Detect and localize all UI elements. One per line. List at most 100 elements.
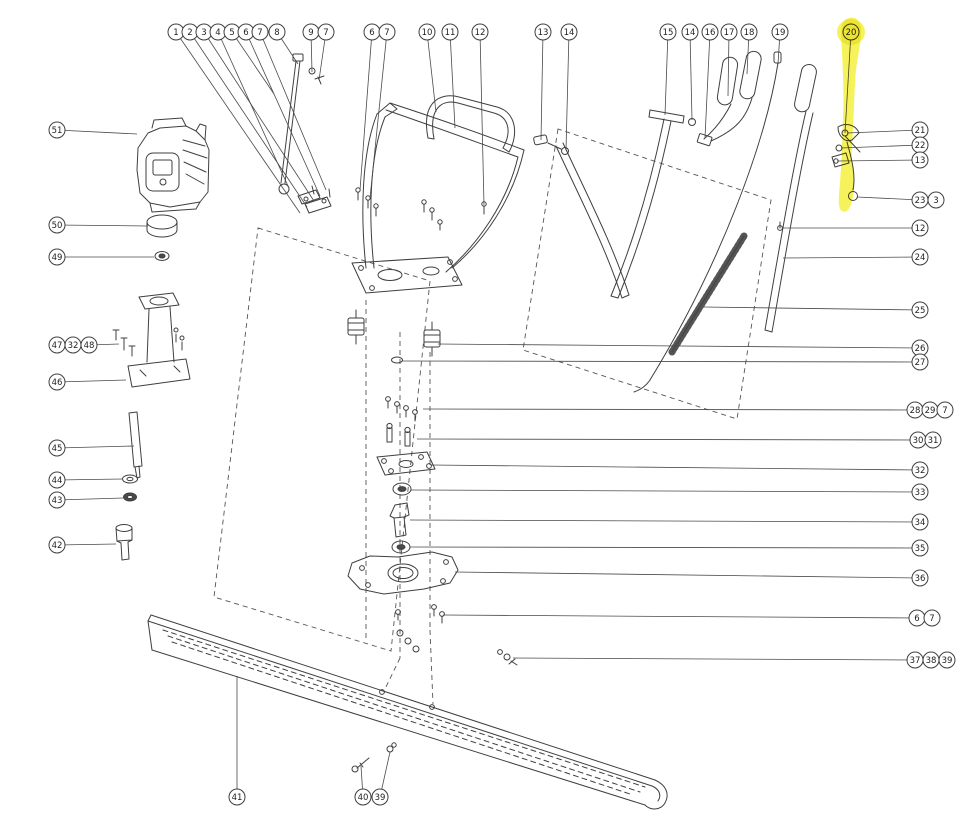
callout-18: 18 xyxy=(740,23,758,41)
leader-line-37 xyxy=(512,657,916,661)
callout-51: 51 xyxy=(48,121,66,139)
callout-48: 48 xyxy=(80,336,98,354)
callout-30: 30 xyxy=(909,431,927,449)
svg-text:28: 28 xyxy=(910,406,921,416)
callout-14: 14 xyxy=(681,23,699,41)
svg-text:41: 41 xyxy=(232,793,243,803)
callout-43: 43 xyxy=(48,491,66,509)
leader-line-28 xyxy=(422,408,916,411)
throttle-cable-art xyxy=(633,51,782,393)
leader-line-30 xyxy=(416,438,919,441)
svg-text:40: 40 xyxy=(358,793,369,803)
callout-3: 3 xyxy=(927,191,945,209)
leader-line-7 xyxy=(369,31,388,199)
leader-line-46 xyxy=(56,379,127,383)
svg-text:27: 27 xyxy=(915,358,926,368)
leader-line-51 xyxy=(56,129,138,135)
callout-8: 8 xyxy=(268,23,286,41)
svg-text:17: 17 xyxy=(724,28,735,38)
vibration-mounts-art xyxy=(347,309,441,364)
leader-line-5 xyxy=(231,31,275,95)
callout-40: 40 xyxy=(354,788,372,806)
highlight-swath xyxy=(838,17,862,212)
svg-text:7: 7 xyxy=(942,406,947,416)
callout-44: 44 xyxy=(48,471,66,489)
svg-text:50: 50 xyxy=(52,221,63,231)
callout-34: 34 xyxy=(911,513,929,531)
callout-11: 11 xyxy=(441,23,459,41)
callout-39: 39 xyxy=(371,788,389,806)
leader-line-22 xyxy=(840,144,921,149)
handlebar-left-art xyxy=(533,50,762,299)
callout-19: 19 xyxy=(771,23,789,41)
svg-text:34: 34 xyxy=(915,518,926,528)
svg-text:38: 38 xyxy=(926,656,937,666)
leader-line-10 xyxy=(426,31,437,113)
handle-frame-art xyxy=(362,95,525,273)
leader-line-3 xyxy=(203,31,315,202)
svg-text:25: 25 xyxy=(915,306,926,316)
svg-text:1: 1 xyxy=(173,28,178,38)
callout-46: 46 xyxy=(48,373,66,391)
leader-lines xyxy=(56,31,921,798)
svg-text:18: 18 xyxy=(744,28,755,38)
callout-39: 39 xyxy=(938,651,956,669)
svg-text:51: 51 xyxy=(52,126,63,136)
screed-blade-art xyxy=(147,614,668,810)
svg-text:39: 39 xyxy=(942,656,953,666)
svg-text:11: 11 xyxy=(445,28,456,38)
svg-text:12: 12 xyxy=(915,224,926,234)
leader-line-15 xyxy=(664,31,669,116)
callout-7: 7 xyxy=(936,401,954,419)
diagram-artwork xyxy=(112,50,861,810)
svg-text:2: 2 xyxy=(187,28,192,38)
svg-text:16: 16 xyxy=(705,28,716,38)
svg-text:24: 24 xyxy=(915,253,926,263)
callout-42: 42 xyxy=(48,536,66,554)
leader-line-24 xyxy=(782,256,921,259)
leader-line-45 xyxy=(56,445,135,449)
callout-32: 32 xyxy=(911,461,929,479)
callout-13: 13 xyxy=(911,151,929,169)
callout-5: 5 xyxy=(223,23,241,41)
svg-text:42: 42 xyxy=(52,541,63,551)
blade-bolts-art xyxy=(351,742,397,773)
callout-17: 17 xyxy=(720,23,738,41)
callout-21: 21 xyxy=(911,121,929,139)
callout-27: 27 xyxy=(911,353,929,371)
leader-line-6 xyxy=(442,614,918,619)
callout-37: 37 xyxy=(906,651,924,669)
callout-50: 50 xyxy=(48,216,66,234)
leader-line-26 xyxy=(437,343,921,349)
leader-line-50 xyxy=(56,224,149,227)
leader-line-4 xyxy=(217,31,289,187)
callout-36: 36 xyxy=(911,569,929,587)
callout-7: 7 xyxy=(251,23,269,41)
svg-text:9: 9 xyxy=(308,28,313,38)
leader-line-13 xyxy=(540,31,544,141)
callout-7: 7 xyxy=(378,23,396,41)
drive-cup-art xyxy=(146,214,178,238)
svg-text:6: 6 xyxy=(243,28,248,38)
lower-hardware-art xyxy=(395,604,518,666)
svg-text:23: 23 xyxy=(915,196,926,206)
callout-22: 22 xyxy=(911,136,929,154)
frame-base-plate-art xyxy=(351,256,463,294)
callout-45: 45 xyxy=(48,439,66,457)
leader-line-42 xyxy=(56,543,117,546)
exciter-housing-art xyxy=(347,551,459,595)
rod-clamp-art xyxy=(297,185,332,214)
svg-text:47: 47 xyxy=(52,341,63,351)
coupling-art xyxy=(115,524,133,561)
leader-line-32 xyxy=(430,464,921,471)
callout-47: 47 xyxy=(48,336,66,354)
callout-33: 33 xyxy=(911,483,929,501)
callout-23: 23 xyxy=(911,191,929,209)
svg-text:43: 43 xyxy=(52,496,63,506)
leader-line-12 xyxy=(479,31,485,206)
leader-line-43 xyxy=(56,497,124,501)
svg-text:35: 35 xyxy=(915,544,926,554)
callout-10: 10 xyxy=(418,23,436,41)
